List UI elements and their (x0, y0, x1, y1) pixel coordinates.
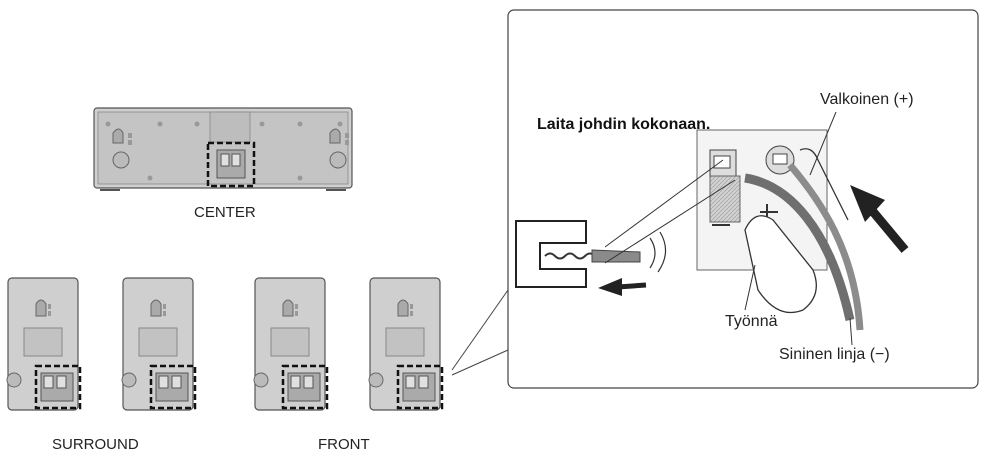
insert-arrow (598, 278, 647, 296)
white-plus-label: Valkoinen (+) (820, 91, 914, 108)
blue-line-minus-label: Sininen linja (−) (779, 346, 890, 363)
center-label: CENTER (194, 204, 256, 221)
front-speaker-left (253, 277, 329, 411)
front-speaker-right (368, 277, 444, 411)
surround-speaker-left (6, 277, 82, 411)
center-speaker (93, 107, 353, 191)
push-label: Työnnä (725, 313, 778, 330)
push-arrow (850, 185, 909, 253)
insert-fully-label: Laita johdin kokonaan. (537, 116, 711, 133)
surround-label: SURROUND (52, 436, 139, 453)
detail-inset (507, 9, 979, 389)
surround-speaker-right (121, 277, 197, 411)
front-label: FRONT (318, 436, 370, 453)
